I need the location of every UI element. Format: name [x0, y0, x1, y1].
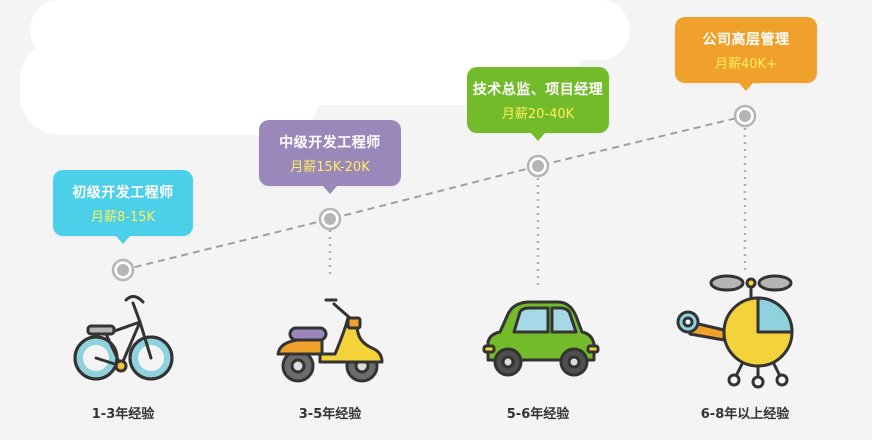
- helicopter-icon: [676, 274, 794, 389]
- stage-bubble-executive: 公司高层管理 月薪40K+: [675, 17, 817, 91]
- stage-bubble-director: 技术总监、项目经理 月薪20-40K: [467, 67, 609, 141]
- milestone-node: [733, 104, 757, 128]
- stage-title: 中级开发工程师: [279, 135, 381, 151]
- milestone-node: [318, 207, 342, 231]
- milestone-node: [111, 258, 135, 282]
- stage-salary: 月薪40K+: [715, 57, 777, 72]
- stage-caption: 3-5年经验: [298, 407, 362, 422]
- stage-caption: 1-3年经验: [91, 407, 155, 422]
- stage-caption: 5-6年经验: [506, 407, 570, 422]
- stage-salary: 月薪8-15K: [90, 210, 156, 225]
- car-icon: [482, 300, 600, 377]
- stage-bubble-junior: 初级开发工程师 月薪8-15K: [53, 170, 193, 244]
- stage-salary: 月薪15K-20K: [290, 160, 370, 175]
- bicycle-icon: [73, 295, 174, 381]
- stage-salary: 月薪20-40K: [501, 107, 575, 122]
- milestone-node: [526, 154, 550, 178]
- stage-caption: 6-8年以上经验: [700, 407, 790, 422]
- stage-bubble-mid: 中级开发工程师 月薪15K-20K: [259, 120, 401, 194]
- stage-title: 公司高层管理: [702, 32, 790, 48]
- scooter-icon: [276, 298, 384, 383]
- stage-title: 技术总监、项目经理: [472, 82, 604, 98]
- progress-path-line: [122, 115, 746, 271]
- stage-title: 初级开发工程师: [72, 185, 174, 201]
